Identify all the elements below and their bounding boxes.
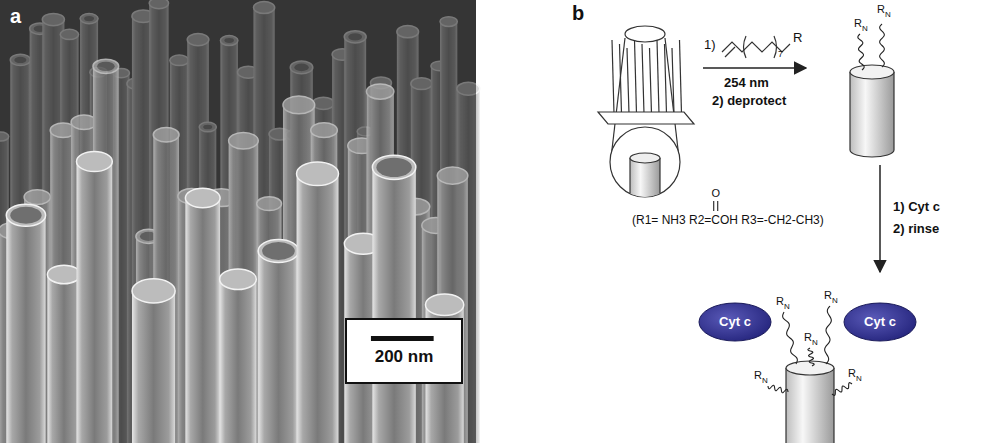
panel-letter: a <box>10 6 21 26</box>
protein-nanowire <box>786 361 834 443</box>
protein-oval: Cyt c <box>698 302 772 342</box>
scheme-label: 1) Cyt c <box>893 200 940 213</box>
scheme-label: R <box>804 332 812 343</box>
reaction-arrow <box>879 165 881 272</box>
protein-label: Cyt c <box>864 315 896 329</box>
scheme-label: R <box>877 4 885 15</box>
scheme-label: R <box>824 290 832 301</box>
scheme-label: N <box>812 339 818 347</box>
scheme-label: O <box>711 188 720 199</box>
nanowire-array <box>598 26 694 205</box>
panel-letter: b <box>572 3 584 23</box>
scheme-label: N <box>862 25 868 33</box>
scheme-label: N <box>885 11 891 19</box>
scheme-label: N <box>784 303 790 311</box>
scale-label: 200 nm <box>357 348 451 367</box>
protein-oval: Cyt c <box>843 302 917 342</box>
scheme-label: 1) <box>704 38 716 51</box>
functionalized-nanowire <box>850 65 894 157</box>
scheme-label: (R1= NH3 R2=COH R3=-CH2-CH3) <box>632 214 824 226</box>
scheme-label: N <box>762 377 768 385</box>
reaction-scheme <box>598 24 894 443</box>
scheme-label: 254 nm <box>724 76 769 89</box>
scale-bar <box>347 328 461 348</box>
scheme-label: R <box>754 370 762 381</box>
scheme-label: N <box>856 375 862 383</box>
sem-micrograph <box>0 0 480 443</box>
protein-label: Cyt c <box>719 315 751 329</box>
alkene-structure <box>722 36 790 58</box>
scheme-label: R <box>854 18 862 29</box>
scheme-label: 2) rinse <box>893 222 939 235</box>
double-bond <box>714 201 718 211</box>
scheme-label: R <box>793 31 802 44</box>
scheme-label: R <box>776 296 784 307</box>
reaction-arrow <box>703 67 806 69</box>
scheme-label: 2) deprotect <box>712 94 786 107</box>
scheme-label: R <box>848 368 856 379</box>
scheme-label: N <box>832 297 838 305</box>
scheme-label: 7 <box>778 50 783 59</box>
scale-bar-box: 200 nm <box>345 318 463 384</box>
